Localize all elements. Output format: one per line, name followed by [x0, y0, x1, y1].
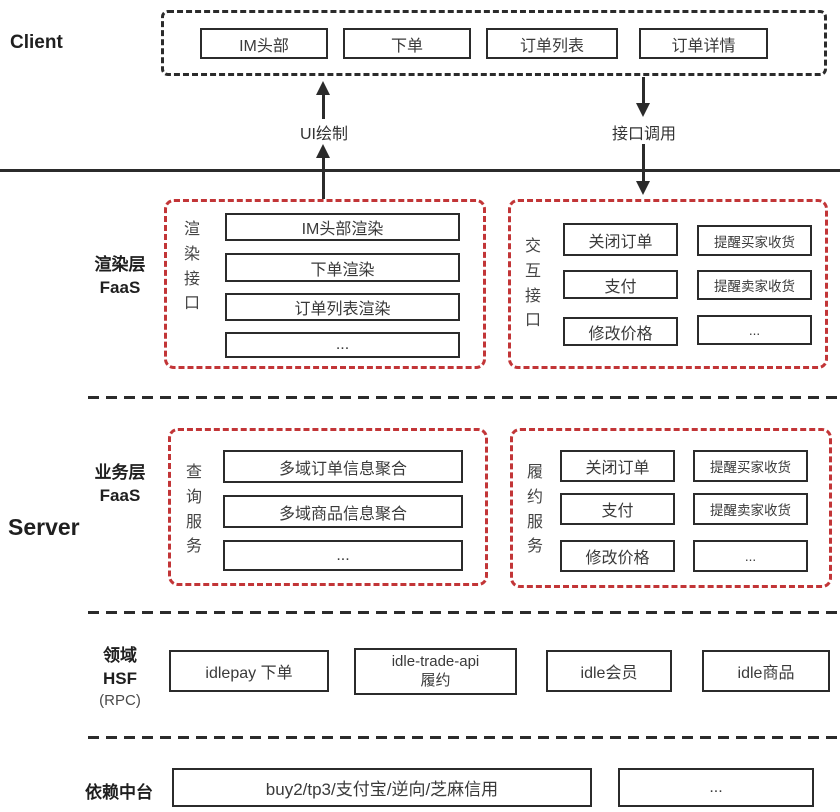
query-group-frame: 查询服务 多域订单信息聚合 多域商品信息聚合 ... — [168, 428, 488, 586]
arrow-up-icon — [316, 144, 330, 158]
client-module-order-list: 订单列表 — [486, 28, 618, 59]
query-item-order-agg: 多域订单信息聚合 — [223, 450, 463, 483]
client-frame: IM头部 下单 订单列表 订单详情 — [161, 10, 827, 76]
arrow-down-icon — [636, 103, 650, 117]
layer-divider — [88, 611, 840, 614]
hsf-box-idlepay: idlepay 下单 — [169, 650, 329, 692]
fulfill-more: ... — [693, 540, 808, 572]
fulfill-remind-buyer: 提醒买家收货 — [693, 450, 808, 482]
client-server-divider — [0, 169, 840, 172]
interact-remind-buyer: 提醒买家收货 — [697, 225, 812, 256]
hsf-layer-title-line2: HSF — [103, 668, 137, 688]
layer-divider — [88, 396, 840, 399]
business-layer-title: 业务层 FaaS — [83, 462, 157, 508]
render-item-order-list: 订单列表渲染 — [225, 293, 460, 321]
platform-box-more: ... — [618, 768, 814, 807]
hsf-box-idle-trade-api: idle-trade-api 履约 — [354, 648, 517, 695]
query-item-item-agg: 多域商品信息聚合 — [223, 495, 463, 528]
fulfill-pay: 支付 — [560, 493, 675, 525]
api-call-label: 接口调用 — [611, 126, 676, 143]
render-layer-title: 渲染层 FaaS — [83, 254, 157, 300]
render-layer-title-line2: FaaS — [99, 277, 141, 297]
layer-divider — [88, 736, 840, 739]
interact-more: ... — [697, 315, 812, 345]
business-layer-title-line1: 业务层 — [94, 463, 146, 482]
hsf-box-idle-trade-api-line1: idle-trade-api — [391, 652, 480, 670]
interact-close-order: 关闭订单 — [563, 223, 678, 256]
render-item-more: ... — [225, 332, 460, 358]
arrow-line — [322, 157, 325, 200]
fulfill-close-order: 关闭订单 — [560, 450, 675, 482]
arrow-line — [642, 77, 645, 104]
platform-layer-label: 依赖中台 — [85, 783, 153, 802]
query-group-side-label: 查询服务 — [185, 464, 202, 556]
arrow-down-icon — [636, 181, 650, 195]
hsf-box-idle-member: idle会员 — [546, 650, 672, 692]
arrow-line — [322, 94, 325, 119]
client-layer-label: Client — [10, 32, 63, 53]
fulfill-change-price: 修改价格 — [560, 540, 675, 572]
platform-box-main: buy2/tp3/支付宝/逆向/芝麻信用 — [172, 768, 592, 807]
arrow-up-icon — [316, 81, 330, 95]
hsf-box-idle-trade-api-line2: 履约 — [420, 671, 451, 689]
hsf-layer-title: 领域 HSF (RPC) — [88, 645, 152, 711]
fulfill-group-frame: 履约服务 关闭订单 支付 修改价格 提醒买家收货 提醒卖家收货 ... — [510, 428, 832, 588]
arrow-line — [642, 144, 645, 182]
query-item-more: ... — [223, 540, 463, 571]
ui-draw-label: UI绘制 — [299, 126, 348, 143]
business-layer-title-line2: FaaS — [99, 485, 141, 505]
interact-group-frame: 交互接口 关闭订单 支付 修改价格 提醒买家收货 提醒卖家收货 ... — [508, 199, 828, 369]
render-item-im-header: IM头部渲染 — [225, 213, 460, 241]
interact-group-side-label: 交互接口 — [524, 238, 541, 330]
client-module-im-header: IM头部 — [200, 28, 328, 59]
client-module-place-order: 下单 — [343, 28, 471, 59]
interact-change-price: 修改价格 — [563, 317, 678, 346]
hsf-layer-title-line3: (RPC) — [99, 691, 141, 709]
fulfill-remind-seller: 提醒卖家收货 — [693, 493, 808, 525]
render-item-place-order: 下单渲染 — [225, 253, 460, 282]
hsf-layer-title-line1: 领域 — [103, 646, 137, 665]
server-layer-label: Server — [8, 514, 80, 540]
render-group-side-label: 渲染接口 — [183, 221, 200, 313]
fulfill-group-side-label: 履约服务 — [526, 464, 543, 556]
interact-pay: 支付 — [563, 270, 678, 299]
client-module-order-detail: 订单详情 — [639, 28, 768, 59]
hsf-box-idle-item: idle商品 — [702, 650, 830, 692]
render-group-frame: 渲染接口 IM头部渲染 下单渲染 订单列表渲染 ... — [164, 199, 486, 369]
interact-remind-seller: 提醒卖家收货 — [697, 270, 812, 300]
render-layer-title-line1: 渲染层 — [94, 255, 146, 274]
